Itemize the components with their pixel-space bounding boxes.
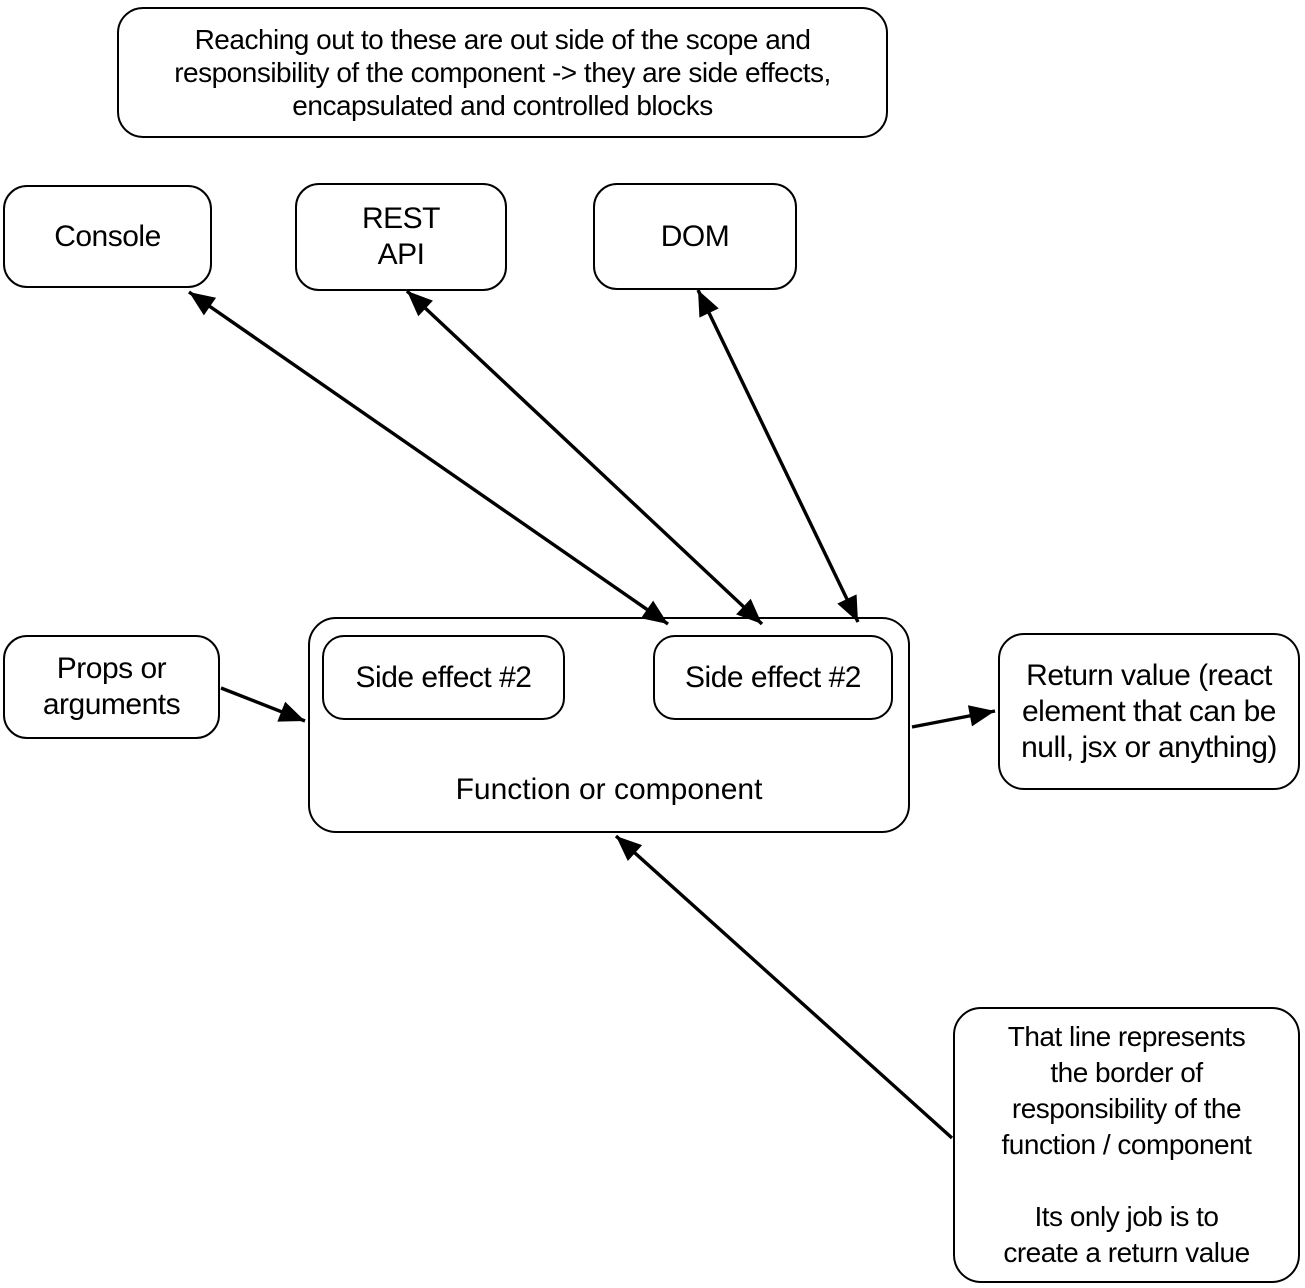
side-effect-left-node: Side effect #2 <box>322 635 565 720</box>
side-effect-right-node: Side effect #2 <box>653 635 893 720</box>
rest-api-node: REST API <box>295 183 507 291</box>
side-effect-right-label: Side effect #2 <box>685 660 861 694</box>
arrow-side-effect-to-rest-api <box>405 289 764 626</box>
arrow-side-effect-to-dom <box>696 289 860 623</box>
return-value-node: Return value (react element that can be … <box>998 633 1300 790</box>
arrow-function-to-return-value <box>911 705 996 729</box>
dom-node: DOM <box>593 183 797 290</box>
side-effect-left-label: Side effect #2 <box>355 660 532 694</box>
return-value-label: Return value (react element that can be … <box>1021 658 1277 764</box>
console-label: Console <box>54 219 161 253</box>
props-label: Props or arguments <box>42 652 181 721</box>
function-component-label-wrap: Function or component <box>308 772 910 808</box>
scope-note-text: Reaching out to these are out side of th… <box>174 24 831 121</box>
props-node: Props or arguments <box>3 635 220 739</box>
scope-note-box: Reaching out to these are out side of th… <box>117 7 888 138</box>
rest-api-label: REST API <box>361 202 441 271</box>
console-node: Console <box>3 185 212 288</box>
arrow-side-effect-to-console <box>188 290 669 626</box>
border-note-text: That line represents the border of respo… <box>1001 1021 1252 1268</box>
dom-label: DOM <box>660 219 730 253</box>
border-note-box: That line represents the border of respo… <box>953 1007 1300 1283</box>
function-component-label: Function or component <box>455 773 763 806</box>
arrow-note-to-function-border <box>614 834 954 1140</box>
arrow-props-to-function <box>220 686 306 723</box>
